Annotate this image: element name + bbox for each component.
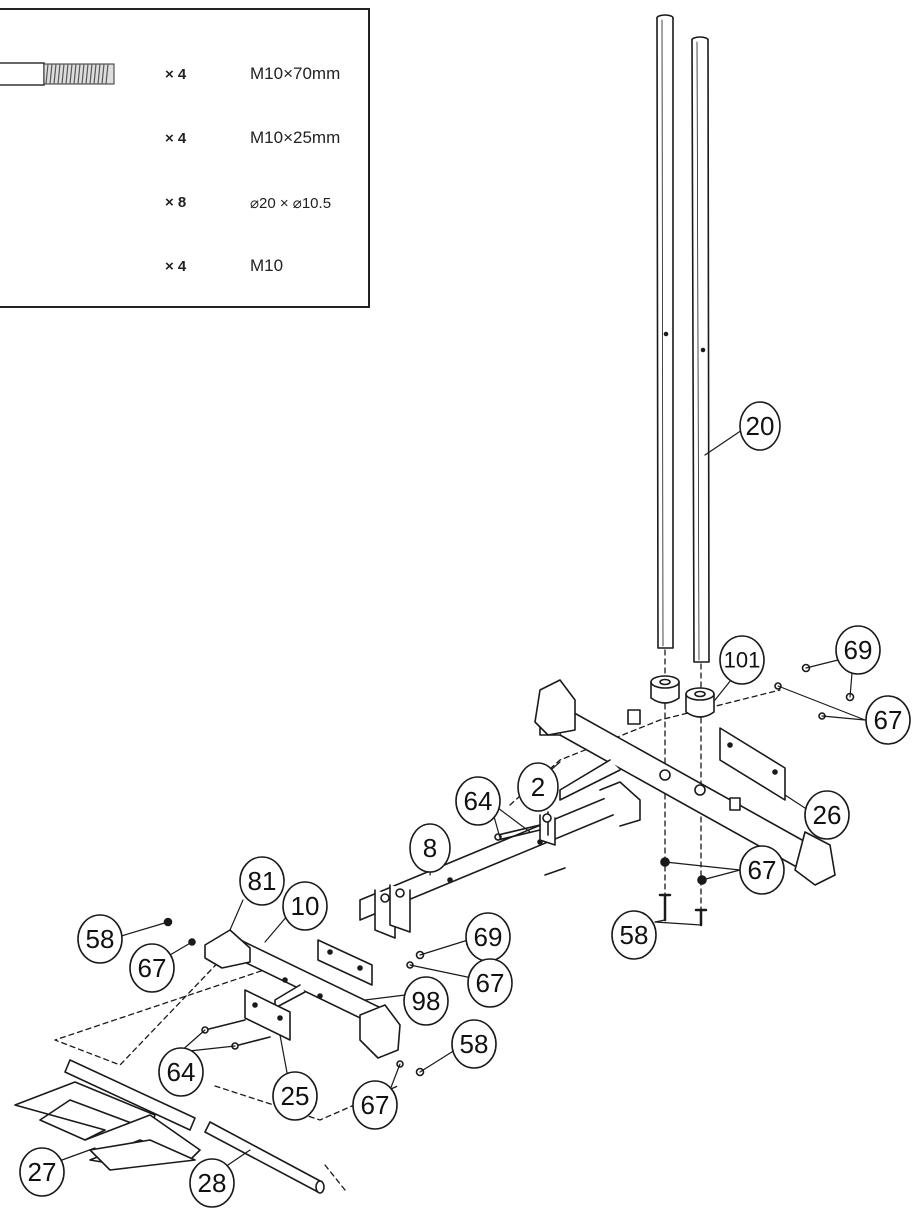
part-label-67: 67	[361, 1090, 390, 1120]
part-label-64: 64	[464, 786, 493, 816]
upright-tube-left	[656, 14, 674, 649]
rear-base-frame	[534, 679, 836, 886]
hardware-spec: ⌀20 × ⌀10.5	[250, 195, 332, 212]
hardware-row: × 4 M10×25mm	[0, 124, 372, 154]
hardware-row: × 8 ⌀20 × ⌀10.5	[0, 188, 372, 218]
part-label-67: 67	[476, 968, 505, 998]
small-hardware	[163, 663, 855, 1077]
bolt-64-upper	[494, 824, 566, 876]
main-beam-8	[359, 781, 641, 921]
part-label-69: 69	[844, 635, 873, 665]
hardware-spec: M10	[250, 256, 284, 275]
part-label-26: 26	[813, 800, 842, 830]
hardware-row: × 4 M10	[0, 252, 372, 282]
hardware-spec: M10×70mm	[250, 64, 341, 83]
part-label-58: 58	[86, 924, 115, 954]
part-label-81: 81	[248, 866, 277, 896]
hardware-row: × 4 M10×70mm	[0, 60, 372, 90]
part-label-10: 10	[291, 891, 320, 921]
hardware-qty: × 4	[165, 258, 187, 275]
part-label-25: 25	[281, 1081, 310, 1111]
foot-pedal-27	[14, 1059, 201, 1171]
part-label-67: 67	[138, 953, 167, 983]
bushing-right	[685, 687, 715, 718]
part-label-101: 101	[724, 648, 761, 673]
hardware-list-box: × 4 M10×70mm × 4 M10×25mm × 8 ⌀20 × ⌀10.…	[0, 8, 370, 308]
part-label-67: 67	[874, 705, 903, 735]
part-label-67: 67	[748, 855, 777, 885]
part-label-20: 20	[746, 411, 775, 441]
axle-28	[204, 1121, 325, 1194]
label-circles	[19, 401, 911, 1208]
hardware-spec: M10×25mm	[250, 128, 341, 147]
bolt-long-icon	[0, 62, 115, 86]
part-label-98: 98	[412, 986, 441, 1016]
hardware-qty: × 4	[165, 66, 187, 83]
mounting-plate-25	[244, 989, 291, 1041]
part-label-58: 58	[460, 1029, 489, 1059]
hardware-qty: × 8	[165, 194, 187, 211]
bracket-lower	[374, 884, 411, 939]
bracket-upper	[539, 811, 556, 846]
bushing-left	[650, 675, 680, 704]
hardware-qty: × 4	[165, 130, 187, 147]
upright-tube-right	[691, 36, 710, 663]
part-label-58: 58	[620, 920, 649, 950]
part-labels: 20 101 69 67 2 26 64 8 67 58 81 10 58 67…	[28, 411, 903, 1198]
part-label-64: 64	[167, 1057, 196, 1087]
part-label-27: 27	[28, 1157, 57, 1187]
part-label-28: 28	[198, 1168, 227, 1198]
part-label-69: 69	[474, 922, 503, 952]
part-label-8: 8	[423, 833, 437, 863]
mounting-plate-26	[719, 727, 786, 801]
front-plate	[317, 939, 373, 986]
front-base-frame	[204, 929, 401, 1059]
part-label-2: 2	[531, 772, 545, 802]
